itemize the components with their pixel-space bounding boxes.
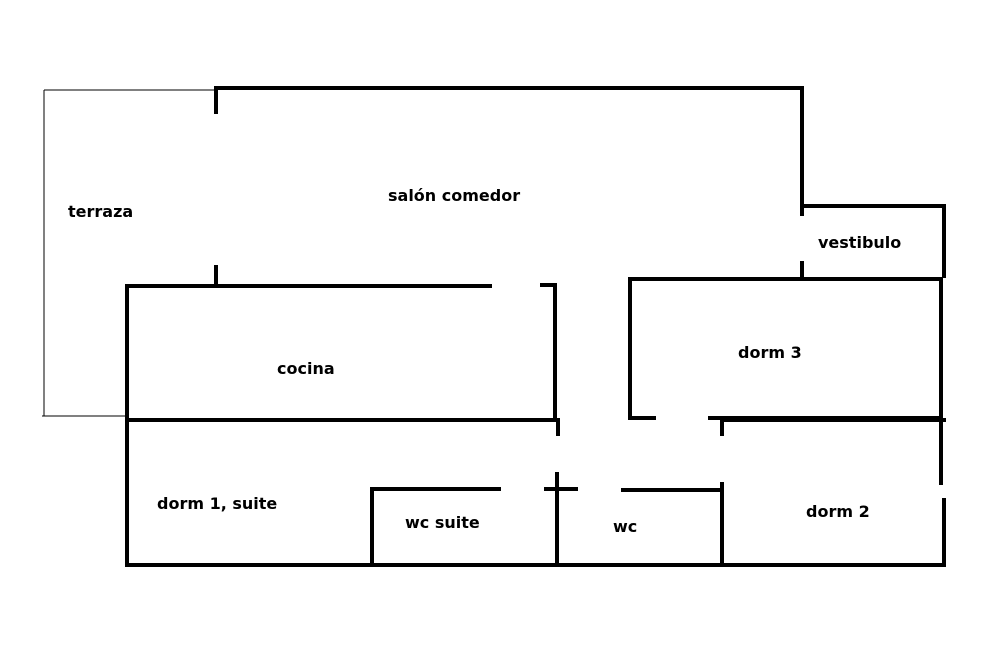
room-label-dorm1-suite: dorm 1, suite xyxy=(157,494,277,513)
terraza-outline xyxy=(42,89,216,417)
room-label-terraza: terraza xyxy=(68,202,133,221)
room-label-wc: wc xyxy=(613,517,637,536)
room-label-cocina: cocina xyxy=(277,359,335,378)
room-label-vestibulo: vestibulo xyxy=(818,233,901,252)
room-label-wc-suite: wc suite xyxy=(405,513,480,532)
walls xyxy=(125,86,946,567)
room-label-salon-comedor: salón comedor xyxy=(388,186,520,205)
room-label-dorm2: dorm 2 xyxy=(806,502,870,521)
room-label-dorm3: dorm 3 xyxy=(738,343,802,362)
